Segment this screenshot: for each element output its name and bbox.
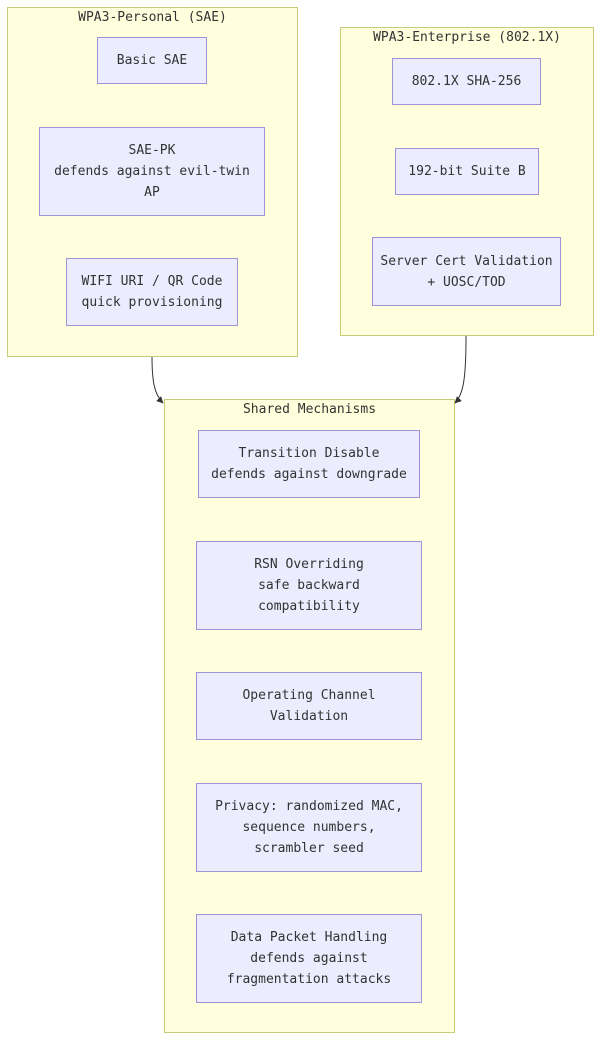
cluster-title-wpa3-enterprise: WPA3-Enterprise (802.1X): [373, 30, 561, 45]
node-operating-channel-validation: Operating Channel Validation: [196, 672, 422, 740]
node-basic-sae: Basic SAE: [97, 37, 207, 84]
node-sae-pk: SAE-PK defends against evil-twin AP: [39, 127, 265, 216]
edge-personal-to-shared: [151, 356, 164, 404]
node-data-packet-handling: Data Packet Handling defends against fra…: [196, 914, 422, 1003]
node-server-cert-validation: Server Cert Validation + UOSC/TOD: [372, 237, 561, 306]
node-transition-disable: Transition Disable defends against downg…: [198, 430, 420, 498]
node-8021x-sha256: 802.1X SHA-256: [392, 58, 541, 105]
node-rsn-overriding: RSN Overriding safe backward compatibili…: [196, 541, 422, 630]
edge-enterprise-to-shared: [454, 335, 467, 404]
node-privacy: Privacy: randomized MAC, sequence number…: [196, 783, 422, 872]
node-wifi-uri-qr-code: WIFI URI / QR Code quick provisioning: [66, 258, 238, 326]
cluster-title-wpa3-personal: WPA3-Personal (SAE): [78, 10, 227, 25]
cluster-title-shared-mechanisms: Shared Mechanisms: [242, 402, 377, 417]
node-192bit-suite-b: 192-bit Suite B: [395, 148, 539, 195]
